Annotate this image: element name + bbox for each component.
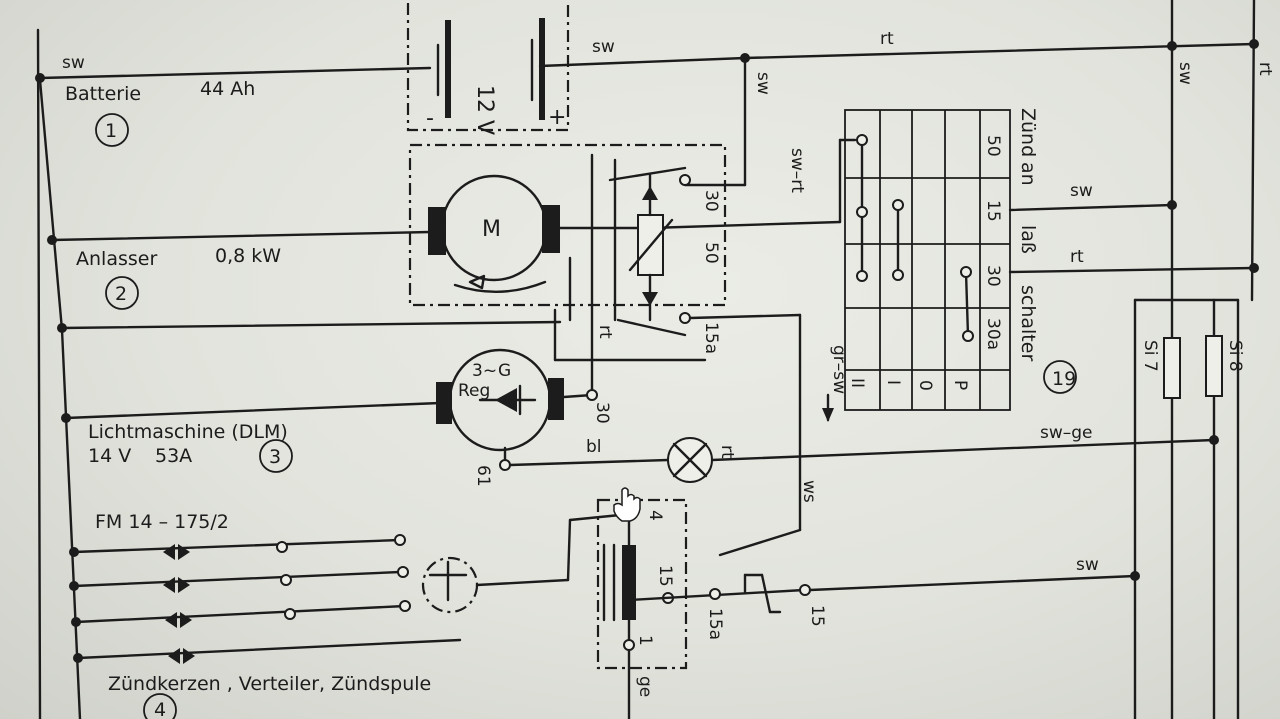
fuse-si8 xyxy=(1205,335,1223,397)
wire-rt-starter: rt xyxy=(595,325,615,339)
alternator-reg: Reg xyxy=(458,381,490,401)
battery-wire xyxy=(35,39,1259,83)
fuse-si7 xyxy=(1163,337,1181,399)
switch-number: 19 xyxy=(1052,368,1076,390)
terminal-15a: 15a xyxy=(701,322,721,354)
battery-number: 1 xyxy=(105,120,117,142)
coil-terminal-4: 4 xyxy=(645,510,665,521)
wire-rt-right: rt xyxy=(1070,247,1084,267)
alternator-phase: 3~ xyxy=(472,361,497,381)
wire-sw-ge: sw–ge xyxy=(1040,423,1093,443)
wire-sw-top: sw xyxy=(592,37,615,57)
ignition-number: 4 xyxy=(154,699,166,719)
wire-ge: ge xyxy=(635,676,655,697)
starter-circuit xyxy=(47,138,857,557)
ignition-title: FM 14 – 175/2 xyxy=(95,511,229,533)
wire-sw-rt: sw–rt xyxy=(787,148,807,193)
switch-row-15: 15 xyxy=(983,200,1003,222)
sw-vertical-wire xyxy=(683,56,747,187)
circle-markers xyxy=(95,113,1077,719)
starter-number: 2 xyxy=(115,283,127,305)
wire-ws: ws xyxy=(799,480,819,503)
switch-row-50: 50 xyxy=(983,135,1003,157)
alternator-voltage: 14 V xyxy=(88,445,131,467)
wire-bl: bl xyxy=(586,437,602,457)
switch-name-1: Zünd xyxy=(1017,108,1039,157)
wire-sw-battery: sw xyxy=(62,53,85,73)
terminal-30-top: 30 xyxy=(701,190,721,212)
coil-terminal-1: 1 xyxy=(635,635,655,646)
switch-name-4: schalter xyxy=(1017,285,1039,361)
switch-pos-i: I xyxy=(883,380,903,385)
terminal-61: 61 xyxy=(473,465,493,487)
hand-cursor-icon xyxy=(613,487,641,522)
alternator-number: 3 xyxy=(269,446,281,468)
terminal-50: 50 xyxy=(701,242,721,264)
motor-symbol: M xyxy=(482,217,501,242)
battery-minus: - xyxy=(426,106,434,131)
switch-name-3: laß xyxy=(1017,225,1039,254)
switch-row-30: 30 xyxy=(983,265,1003,287)
alternator-current: 53A xyxy=(155,445,192,467)
fuse-si7-label: Si 7 xyxy=(1140,340,1160,372)
wire-rt-top: rt xyxy=(880,29,894,49)
battery-voltage: 12 V xyxy=(472,85,497,135)
wire-sw-vertical: sw xyxy=(753,72,773,95)
battery-name: Batterie xyxy=(65,83,141,105)
alternator-name: Lichtmaschine (DLM) xyxy=(88,421,288,443)
fuse-si8-label: Si 8 xyxy=(1225,340,1245,372)
ignition-switch-table xyxy=(822,109,1259,422)
switch-pos-0: 0 xyxy=(915,380,935,391)
alternator-circuit xyxy=(61,348,1219,483)
coil-terminal-15: 15 xyxy=(655,565,675,587)
switch-name-2: an xyxy=(1017,162,1039,186)
terminal-30-alt: 30 xyxy=(592,402,612,424)
battery-spec: 44 Ah xyxy=(200,78,255,100)
ground-wire-330 xyxy=(57,320,562,333)
ignition-circuit xyxy=(69,498,1140,719)
switch-pos-ii: II xyxy=(847,378,867,388)
wire-gr-sw: gr–sw xyxy=(829,345,849,394)
switch-row-30a: 30a xyxy=(983,318,1003,350)
battery-symbol xyxy=(406,0,570,132)
wire-sw-bottom: sw xyxy=(1076,555,1099,575)
starter-spec: 0,8 kW xyxy=(215,245,281,267)
terminal-15-low: 15 xyxy=(807,605,827,627)
ignition-caption: Zündkerzen , Verteiler, Zündspule xyxy=(108,673,431,695)
wire-sw-right: sw xyxy=(1070,181,1093,201)
terminal-15a-low: 15a xyxy=(705,608,725,640)
wire-rt-lamp: rt xyxy=(717,445,737,459)
alternator-g: G xyxy=(498,361,511,381)
wire-rt-rail: rt xyxy=(1255,62,1275,76)
starter-name: Anlasser xyxy=(76,248,157,270)
switch-pos-p: P xyxy=(950,380,970,390)
wire-sw-rail: sw xyxy=(1175,62,1195,85)
battery-plus: + xyxy=(548,105,566,130)
left-ground-rails xyxy=(36,28,82,719)
